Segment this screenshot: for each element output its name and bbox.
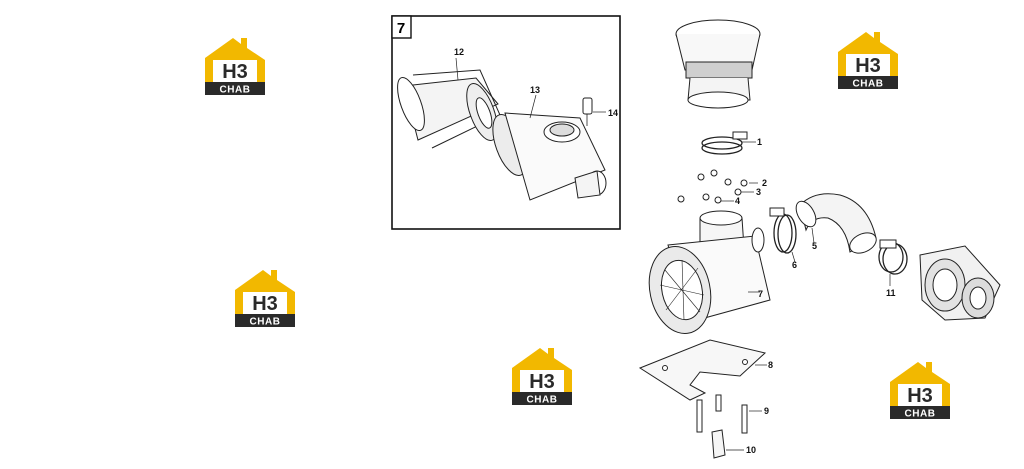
part-label-9: 9 [764, 406, 769, 416]
inset-number: 7 [397, 20, 405, 37]
logo-caption-bar [205, 82, 265, 95]
logo-caption: CHAB [250, 317, 281, 328]
elbow-hose-part [795, 193, 877, 254]
part-label-3: 3 [756, 187, 761, 197]
filter-housing-part [492, 94, 607, 201]
logo-panel [846, 54, 890, 76]
service-indicator-part [582, 97, 606, 126]
washer-plate-part [711, 429, 744, 459]
part-label-6: 6 [792, 260, 797, 270]
inset-panel: 7 [391, 15, 621, 230]
mounting-bracket-part [638, 339, 767, 401]
part-label-8: 8 [768, 360, 773, 370]
logo-caption: CHAB [220, 85, 251, 96]
logo-caption: CHAB [853, 79, 884, 90]
part-label-14: 14 [608, 108, 618, 118]
logo-caption-bar [838, 76, 898, 89]
hose-clamp-part [769, 207, 797, 263]
precleaner-part [675, 19, 761, 109]
turbo-clamp-part [878, 239, 908, 286]
turbocharger-part [919, 245, 1001, 321]
logo-mark: H3 [252, 293, 278, 315]
bolt-parts [696, 394, 762, 434]
logo-caption-bar [235, 314, 295, 327]
logo-mark: H3 [222, 61, 248, 83]
part-label-10: 10 [746, 445, 756, 455]
logo-caption: CHAB [527, 395, 558, 406]
logo-panel [520, 370, 564, 392]
logo-mark: H3 [855, 55, 881, 77]
logo-mark: H3 [529, 371, 555, 393]
logo-panel [213, 60, 257, 82]
clamp-part [701, 131, 756, 155]
main-assembly [638, 19, 1001, 459]
logo-panel [243, 292, 287, 314]
filter-cartridge-part [397, 57, 501, 149]
part-label-1: 1 [757, 137, 762, 147]
part-label-7: 7 [758, 289, 763, 299]
part-label-12: 12 [454, 47, 464, 57]
logo-mark: H3 [907, 385, 933, 407]
part-label-2: 2 [762, 178, 767, 188]
part-label-13: 13 [530, 85, 540, 95]
logo-panel [898, 384, 942, 406]
part-label-11: 11 [886, 288, 896, 298]
logo-caption: CHAB [905, 409, 936, 420]
logo-caption-bar [890, 406, 950, 419]
part-label-4: 4 [735, 196, 740, 206]
air-cleaner-housing-part [648, 210, 771, 334]
part-label-5: 5 [812, 241, 817, 251]
logo-caption-bar [512, 392, 572, 405]
